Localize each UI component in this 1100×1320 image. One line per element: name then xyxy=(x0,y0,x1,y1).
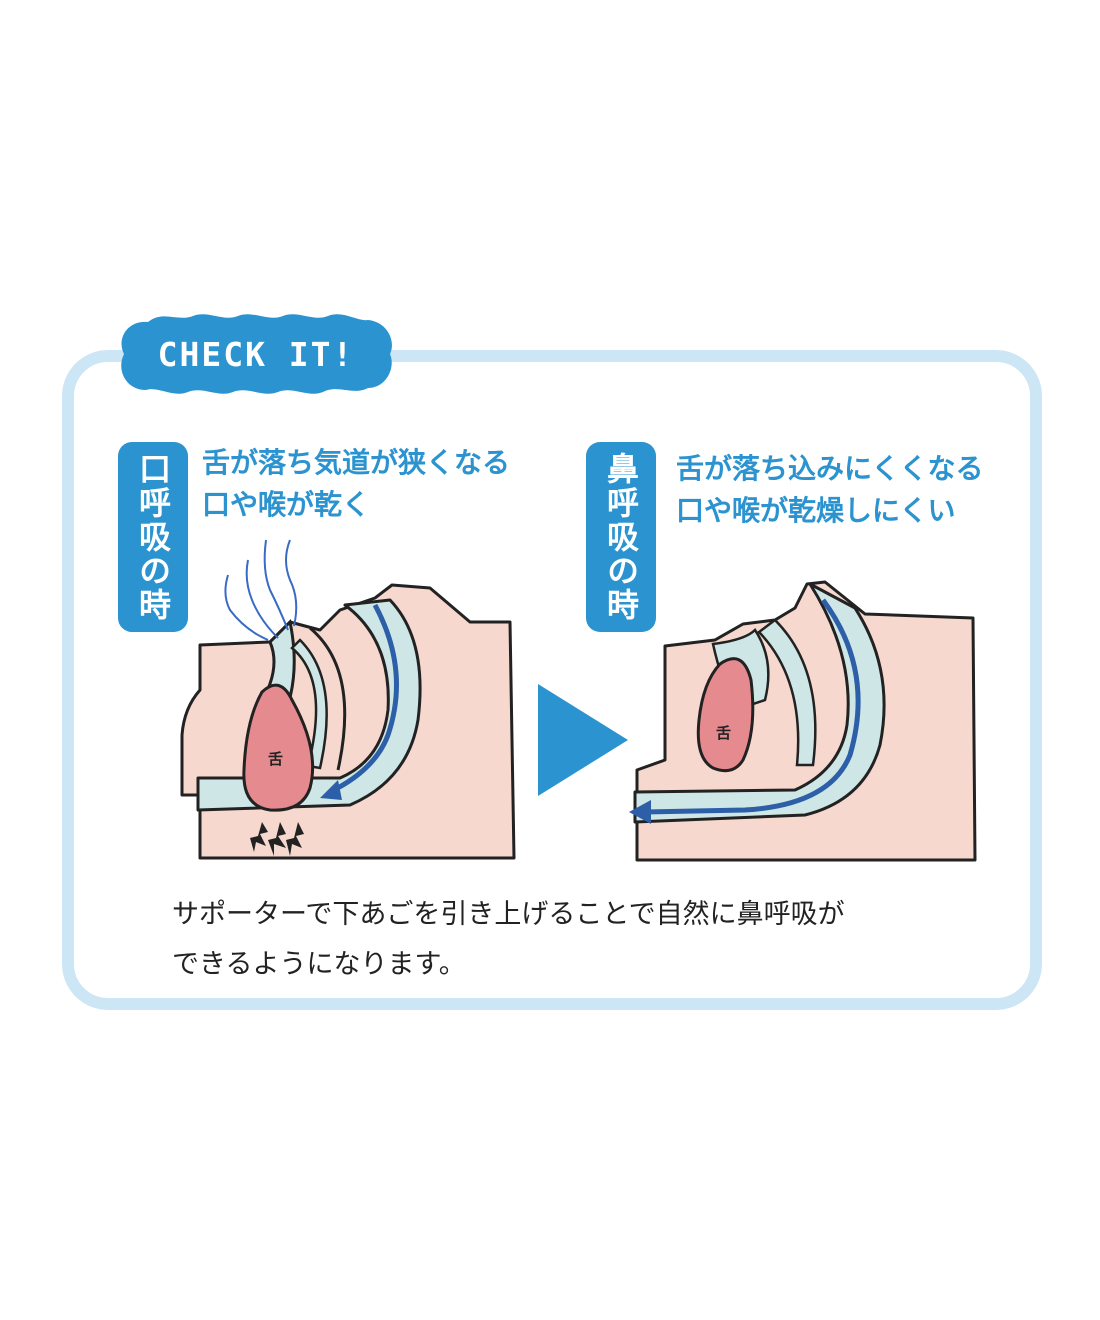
caption-text: サポーターで下あごを引き上げることで自然に鼻呼吸が できるようになります。 xyxy=(172,890,972,990)
caption-line-1: サポーターで下あごを引き上げることで自然に鼻呼吸が xyxy=(172,899,845,930)
mouth-tongue-shape xyxy=(242,683,315,812)
nose-tongue-label: 舌 xyxy=(716,724,732,742)
mouth-tongue-label: 舌 xyxy=(268,750,284,768)
mouth-breathing-illustration xyxy=(180,539,516,860)
mouth-breathing-label: 口呼吸の時 xyxy=(118,442,188,632)
nose-note-1: 舌が落ち込みにくくなる xyxy=(676,452,984,485)
mouth-note-2: 口や喉が乾く xyxy=(202,488,371,521)
nose-tongue-shape xyxy=(696,657,755,773)
caption-line-2: できるようになります。 xyxy=(172,949,466,980)
nose-breathing-notes: 舌が落ち込みにくくなる 口や喉が乾燥しにくい xyxy=(676,448,983,532)
check-it-badge: CHECK IT! xyxy=(157,334,355,374)
nose-note-2: 口や喉が乾燥しにくい xyxy=(676,494,956,527)
transition-arrow-icon xyxy=(538,684,628,796)
nose-breathing-illustration xyxy=(629,580,977,862)
nose-breathing-label: 鼻呼吸の時 xyxy=(586,442,656,632)
check-it-badge-shape xyxy=(121,314,392,394)
mouth-note-1: 舌が落ち気道が狭くなる xyxy=(202,446,511,479)
mouth-breathing-notes: 舌が落ち気道が狭くなる 口や喉が乾く xyxy=(202,442,510,526)
